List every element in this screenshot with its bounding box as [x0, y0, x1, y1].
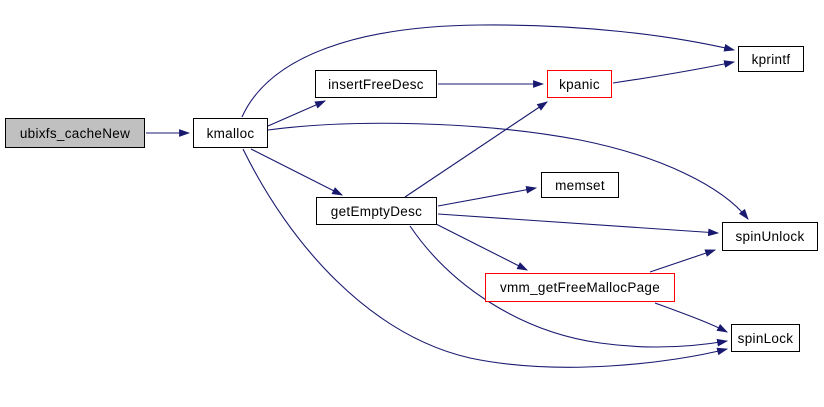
edge-vmm_getFreeMallocPage-to-spinUnlock: [649, 249, 717, 273]
node-label-memset: memset: [555, 177, 605, 193]
edge-kmalloc-to-insertFreeDesc: [267, 100, 327, 127]
edge-getEmptyDesc-to-memset: [437, 186, 538, 207]
node-label-ubixfs_cacheNew: ubixfs_cacheNew: [19, 125, 131, 141]
node-label-vmm_getFreeMallocPage: vmm_getFreeMallocPage: [499, 280, 661, 295]
edge-vmm_getFreeMallocPage-to-spinLock: [654, 302, 728, 333]
node-label-spinLock: spinLock: [737, 330, 794, 346]
node-kprintf[interactable]: kprintf: [738, 46, 804, 72]
node-ubixfs_cacheNew: ubixfs_cacheNew: [5, 118, 145, 148]
node-getEmptyDesc[interactable]: getEmptyDesc: [316, 197, 437, 225]
node-kpanic[interactable]: kpanic: [547, 70, 612, 98]
node-label-kprintf: kprintf: [751, 51, 791, 67]
edge-getEmptyDesc-to-kpanic: [404, 101, 548, 198]
edge-kmalloc-to-getEmptyDesc: [250, 148, 343, 196]
node-label-insertFreeDesc: insertFreeDesc: [328, 76, 424, 92]
edge-getEmptyDesc-to-spinLock: [409, 225, 729, 348]
node-kmalloc[interactable]: kmalloc: [193, 118, 268, 148]
edge-getEmptyDesc-to-spinUnlock: [437, 213, 720, 237]
edge-kmalloc-to-spinLock: [242, 148, 729, 368]
node-label-kpanic: kpanic: [559, 76, 600, 92]
edge-kmalloc-to-spinUnlock: [267, 122, 749, 220]
edge-getEmptyDesc-to-vmm_getFreeMallocPage: [435, 223, 528, 271]
node-label-getEmptyDesc: getEmptyDesc: [330, 203, 423, 219]
node-spinLock[interactable]: spinLock: [731, 324, 800, 352]
node-label-spinUnlock: spinUnlock: [735, 229, 805, 244]
edge-kpanic-to-kprintf: [612, 60, 736, 84]
node-spinUnlock[interactable]: spinUnlock: [722, 222, 818, 251]
node-vmm_getFreeMallocPage[interactable]: vmm_getFreeMallocPage: [485, 273, 675, 302]
edge-kmalloc-to-kprintf: [241, 24, 736, 118]
node-memset[interactable]: memset: [541, 172, 619, 198]
node-insertFreeDesc[interactable]: insertFreeDesc: [315, 70, 437, 98]
node-label-kmalloc: kmalloc: [206, 125, 255, 141]
